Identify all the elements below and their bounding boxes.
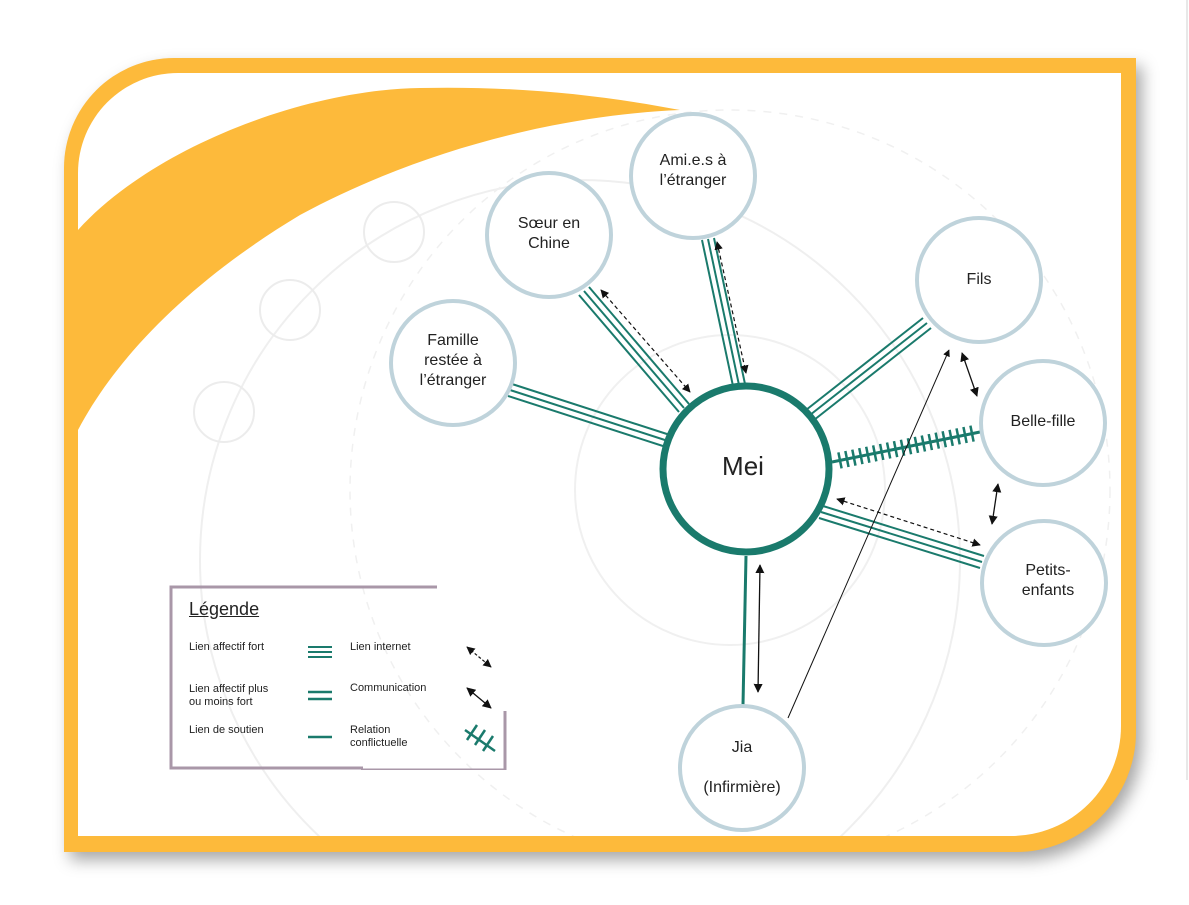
- node-jia: [678, 704, 806, 832]
- links-layer: [507, 237, 1002, 719]
- link-fils-mei: [805, 317, 932, 421]
- node-label-famille: Famille restée à l’étranger: [419, 332, 487, 389]
- node-famille: [389, 299, 517, 427]
- conflict-hatch: [878, 443, 885, 461]
- conflict-hatch: [962, 426, 968, 444]
- legend-title: Légende: [189, 599, 260, 619]
- legend: Légende Lien affectif fort Lien affectif…: [169, 585, 507, 770]
- link-famille-mei: [507, 383, 671, 448]
- conflict-hatch: [906, 438, 913, 455]
- legend-symbol-double-line: [308, 690, 332, 701]
- conflict-hatch: [920, 435, 927, 452]
- arrow-internet-amis: [714, 241, 749, 374]
- arrow-jia-fils: [787, 349, 950, 719]
- conflict-hatch: [913, 436, 920, 454]
- arrow-internet-soeur: [600, 289, 691, 393]
- node-label-soeur: Sœur en Chine: [517, 215, 581, 252]
- conflict-hatch: [844, 450, 850, 468]
- conflict-hatch: [969, 425, 975, 442]
- node-bellefille: [979, 359, 1107, 487]
- node-label-fils: Fils: [966, 271, 992, 288]
- node-petits: [980, 519, 1108, 647]
- node-fils: [915, 216, 1043, 344]
- link-soeur-mei: [578, 286, 690, 413]
- arrow-comm-fils-bellefille: [960, 352, 979, 397]
- legend-label-strong: Lien affectif fort: [189, 641, 265, 653]
- legend-label-communication: Communication: [350, 682, 427, 694]
- nodes-layer: [389, 112, 1108, 832]
- link-amis-mei: [701, 237, 746, 387]
- conflict-hatch: [885, 442, 892, 459]
- legend-symbol-hatched-line: [464, 724, 496, 753]
- conflict-hatch: [858, 447, 864, 465]
- conflict-hatch: [864, 446, 871, 464]
- legend-symbol-dashed-arrow: [466, 646, 492, 668]
- conflict-hatch: [927, 433, 934, 451]
- conflict-hatch: [955, 428, 961, 445]
- conflict-hatch: [851, 449, 857, 466]
- arrow-comm-bellefille-petits: [988, 483, 1002, 525]
- legend-label-support: Lien de soutien: [189, 724, 264, 736]
- link-jia-mei: [741, 555, 748, 706]
- node-label-bellefille: Belle-fille: [1010, 413, 1076, 430]
- legend-label-moderate: Lien affectif plus ou moins fort: [189, 683, 269, 708]
- link-bellefille-mei-conflict: [831, 425, 981, 469]
- legend-label-internet: Lien internet: [350, 641, 411, 653]
- conflict-hatch: [871, 445, 878, 462]
- conflict-hatch: [948, 429, 954, 447]
- page-divider: [1186, 0, 1188, 780]
- conflict-hatch: [934, 432, 941, 449]
- legend-symbol-triple-line: [308, 646, 332, 658]
- node-mei: [659, 382, 833, 556]
- node-amis: [629, 112, 757, 240]
- legend-label-conflict: Relation conflictuelle: [350, 724, 408, 749]
- legend-symbol-solid-arrow: [466, 687, 492, 709]
- conflict-hatch: [837, 452, 843, 469]
- node-label-petits: Petits- enfants: [1021, 562, 1075, 599]
- node-soeur: [485, 171, 613, 299]
- legend-border: [169, 585, 507, 770]
- node-label-jia: Jia (Infirmière): [703, 739, 781, 796]
- node-label-amis: Ami.e.s à l’étranger: [659, 152, 727, 189]
- arrow-comm-jia-mei: [753, 564, 765, 693]
- conflict-hatch: [941, 430, 948, 448]
- center-label: Mei: [722, 451, 764, 481]
- conflict-hatch: [892, 440, 899, 458]
